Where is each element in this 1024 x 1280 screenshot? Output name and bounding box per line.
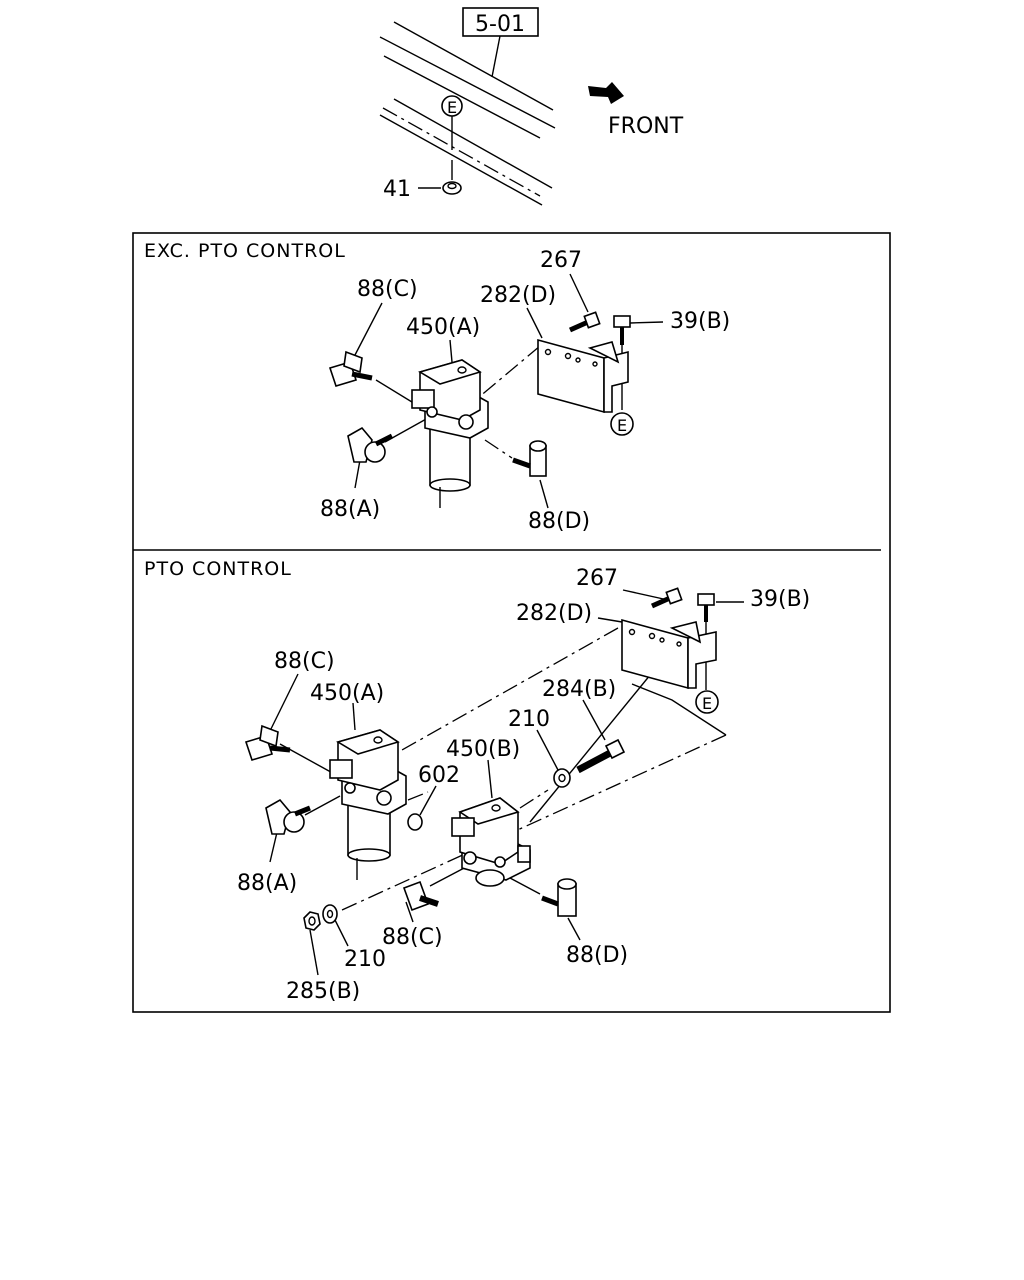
exc-label-39b: 39(B) [670,309,730,334]
bracket-282d-pto [621,618,717,690]
nut-41-icon [418,160,462,195]
pto-label-450b: 450(B) [446,737,520,762]
pto-label-450a: 450(A) [310,681,384,706]
ref-box: 5-01 [462,7,539,78]
circle-e-marker-pto: E [695,690,719,714]
washer-210-top-icon [553,768,571,788]
bolt-39b-icon [613,315,631,345]
front-arrow-icon [588,82,624,104]
pto-label-267: 267 [576,566,618,591]
ref-box-label: 5-01 [475,12,525,37]
pto-label-88d: 88(D) [566,943,628,968]
exc-label-88a: 88(A) [320,497,380,522]
frame-rail [379,21,556,206]
exc-label-450a: 450(A) [406,315,480,340]
panel-frame [132,232,891,1013]
circle-e-marker-exc: E [610,412,634,436]
circle-e-exc-label: E [617,416,627,435]
pto-label-39b: 39(B) [750,587,810,612]
exc-pto-title: EXC. PTO CONTROL [144,240,346,262]
exc-label-88d: 88(D) [528,509,590,534]
fitting-88c-top-icon [244,724,291,761]
pto-label-210-top: 210 [508,707,550,732]
pto-title: PTO CONTROL [144,558,292,580]
fitting-88a-icon [347,426,394,463]
circle-e-pto-label: E [702,694,712,713]
bracket-282d [537,338,629,414]
pto-label-285b: 285(B) [286,979,360,1004]
nut-285b-icon [303,911,321,931]
fitting-88d-icon [512,440,547,477]
pto-label-88c-top: 88(C) [274,649,335,674]
valve-450a-pto [329,729,407,880]
fitting-88c-bottom-icon [402,880,439,912]
fitting-88c-icon [328,350,373,387]
front-label: FRONT [608,114,684,139]
pto-label-210-bottom: 210 [344,947,386,972]
pto-label-282d: 282(D) [516,601,592,626]
exc-label-88c: 88(C) [357,277,418,302]
o-ring-602-icon [407,813,423,831]
pto-leaders [267,589,744,976]
fitting-88a-pto-icon [265,798,311,835]
fitting-88d-pto-icon [541,878,577,917]
valve-450a [411,359,489,508]
exc-label-282d: 282(D) [480,283,556,308]
circle-e-top-label: E [447,98,457,117]
valve-450b [451,797,531,887]
exc-leaders [354,273,664,509]
bolt-284b-icon [576,738,626,774]
nut-41-label: 41 [383,177,411,202]
bolt-39b-pto-icon [697,593,715,622]
pto-label-88c-bottom: 88(C) [382,925,443,950]
circle-e-marker-top: E [441,95,463,150]
washer-210-bottom-icon [322,904,338,924]
pto-label-284b: 284(B) [542,677,616,702]
pto-label-602: 602 [418,763,460,788]
bolt-267-pto-icon [650,587,683,609]
bolt-267-icon [568,311,601,333]
exc-label-267: 267 [540,248,582,273]
pto-label-88a: 88(A) [237,871,297,896]
